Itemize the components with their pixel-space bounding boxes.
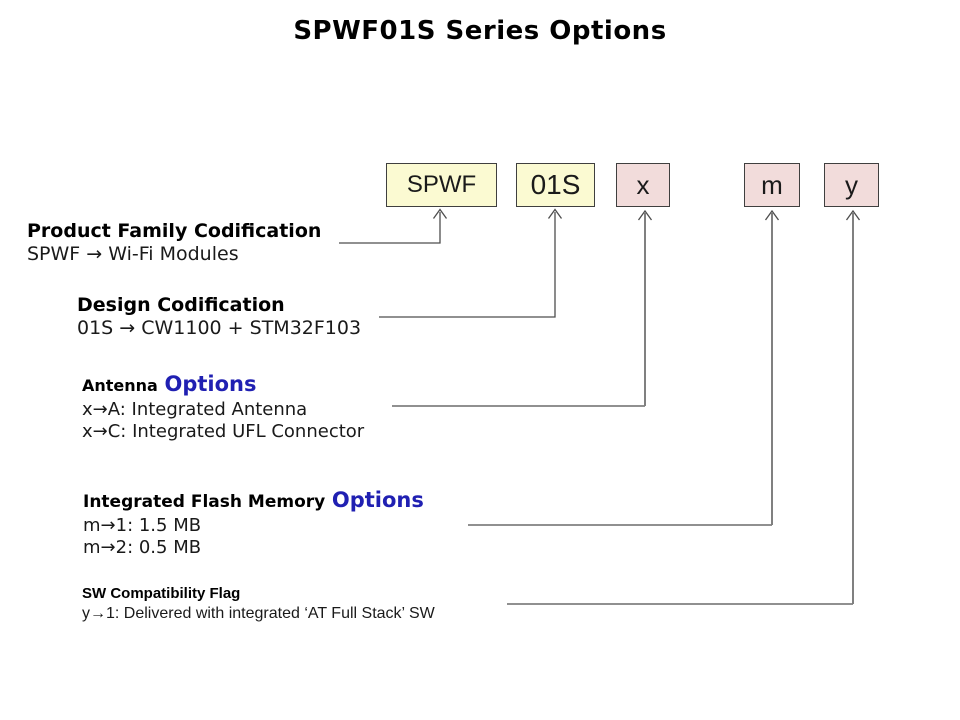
section-antenna-heading-main: Antenna: [82, 376, 158, 395]
section-flash-heading-main: Integrated Flash Memory: [83, 492, 326, 512]
arrow-up-icon: [637, 209, 653, 221]
connector-01s: [379, 208, 563, 318]
section-antenna: Antenna Options x→A: Integrated Antenna …: [82, 371, 364, 443]
arrow-up-icon: [432, 208, 448, 219]
arrow-up-icon: [845, 209, 861, 221]
arrow-up-icon: [764, 209, 780, 221]
section-design-line: 01S → CW1100 + STM32F103: [77, 317, 362, 339]
connector-spwf: [339, 208, 448, 244]
page-title: SPWF01S Series Options: [293, 16, 667, 46]
section-antenna-heading-accent: Options: [164, 372, 257, 396]
code-box-x-label: x: [636, 169, 650, 200]
section-sw-flag-heading: SW Compatibility Flag: [82, 585, 241, 602]
section-sw-flag-line: y→1: Delivered with integrated ‘AT Full …: [82, 605, 435, 622]
section-flash-line-2: m→2: 0.5 MB: [83, 537, 202, 558]
code-box-m-label: m: [761, 169, 783, 200]
section-design: Design Codification 01S → CW1100 + STM32…: [77, 294, 361, 340]
connector-01s-line: [379, 212, 556, 318]
arrow-up-icon: [547, 208, 563, 219]
code-box-m: m: [744, 163, 800, 207]
section-design-heading: Design Codification: [77, 294, 285, 316]
connector-y: [507, 209, 861, 605]
code-box-01s: 01S: [516, 163, 595, 207]
section-antenna-line-a: x→A: Integrated Antenna: [82, 399, 308, 420]
section-product-family-line: SPWF → Wi-Fi Modules: [27, 243, 239, 265]
section-flash-line-1: m→1: 1.5 MB: [83, 515, 202, 536]
connector-spwf-line: [339, 212, 441, 244]
connector-m: [468, 209, 780, 526]
section-flash-heading-accent: Options: [331, 488, 424, 512]
code-box-spwf: SPWF: [386, 163, 497, 207]
code-box-x: x: [616, 163, 670, 207]
section-antenna-heading: Antenna Options: [82, 371, 364, 399]
section-flash: Integrated Flash Memory Options m→1: 1.5…: [83, 487, 424, 559]
code-box-y: y: [824, 163, 879, 207]
section-flash-heading: Integrated Flash Memory Options: [83, 487, 424, 515]
section-product-family-heading: Product Family Codification: [27, 220, 322, 242]
connector-x: [392, 209, 653, 407]
section-sw-flag: SW Compatibility Flag y→1: Delivered wit…: [82, 584, 435, 624]
section-product-family: Product Family Codification SPWF → Wi-Fi…: [27, 220, 321, 266]
code-box-y-label: y: [845, 169, 858, 200]
code-box-spwf-label: SPWF: [406, 171, 477, 198]
section-antenna-line-c: x→C: Integrated UFL Connector: [82, 421, 365, 442]
code-box-01s-label: 01S: [530, 169, 581, 200]
